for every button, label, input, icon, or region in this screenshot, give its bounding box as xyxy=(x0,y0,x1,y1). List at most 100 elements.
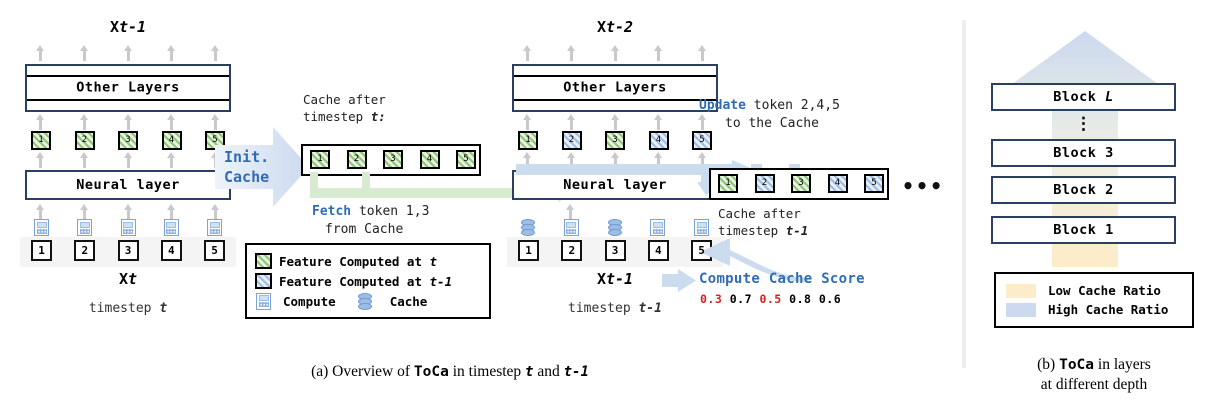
feature-token: 5 xyxy=(692,131,712,150)
up-arrow-icon xyxy=(698,114,707,130)
cache-score-value: 0.7 xyxy=(729,292,752,306)
high-cache-ratio-swatch xyxy=(1006,302,1036,317)
up-arrow-icon xyxy=(167,45,176,61)
block-2-name: 2 xyxy=(1105,182,1114,198)
input-token: 2 xyxy=(561,240,583,261)
input-token: 2 xyxy=(74,240,96,261)
cache-token: 1 xyxy=(718,174,738,193)
cache-t-1-tokens: 1 2 3 4 5 xyxy=(718,174,884,193)
fetch-rest1: token 1,3 xyxy=(358,204,430,219)
stage1-output-label-sub: t-1 xyxy=(118,18,147,36)
low-cache-ratio-swatch xyxy=(1006,283,1036,298)
stage1-neural-layer-box: Neural layer xyxy=(25,170,231,200)
fetch-label: Fetch token 1,3 from Cache xyxy=(312,203,429,239)
caption-a-t: t xyxy=(525,364,534,380)
panel-a-caption: (a) Overview of ToCa in timestep t and t… xyxy=(130,362,770,382)
up-arrow-icon xyxy=(523,45,532,61)
block-box-2: Block 2 xyxy=(991,176,1176,204)
cache-icon xyxy=(607,219,622,236)
block-1-prefix: Block xyxy=(1053,222,1097,238)
cache-score-value: 0.8 xyxy=(789,292,812,306)
stage2-input-label: Xt-1 xyxy=(505,270,725,288)
score-feedback-arrow xyxy=(700,238,808,282)
compute-cache-score-label: Compute Cache Score xyxy=(699,271,865,287)
high-cache-ratio-label: High Cache Ratio xyxy=(1048,302,1169,317)
stage1-mid-arrows-lower xyxy=(36,152,220,168)
stage1-timestep-label: timestep t xyxy=(88,301,168,316)
fetch-rest2: from Cache xyxy=(325,222,404,237)
compute-icon xyxy=(207,219,222,236)
panel-a: Xt-1 Other Layers 1 2 xyxy=(18,18,942,382)
compute-icon xyxy=(77,219,93,236)
panel-b: Block L ⋮ Block 3 Block 2 Block 1 Low Ca… xyxy=(966,0,1223,404)
caption-a-and: and xyxy=(537,363,560,380)
up-arrow-icon xyxy=(523,152,532,168)
up-arrow-icon xyxy=(698,152,707,168)
legend-row-high-cache-ratio: High Cache Ratio xyxy=(1006,302,1182,317)
up-arrow-icon xyxy=(610,114,620,130)
input-token: 1 xyxy=(31,240,52,261)
cache-t-1-title: Cache after timestep t-1 xyxy=(718,206,809,238)
panel-divider xyxy=(962,20,966,368)
block-3-name: 3 xyxy=(1105,145,1114,161)
feature-green-swatch xyxy=(255,253,272,269)
up-arrow-icon xyxy=(79,45,89,61)
compute-icon xyxy=(34,219,49,236)
up-arrow-icon xyxy=(211,45,220,61)
compute-icon xyxy=(650,219,666,236)
stage2-output-label: Xt-2 xyxy=(505,18,725,36)
feature-token: 4 xyxy=(161,131,182,150)
cache-t-1-title-value: t-1 xyxy=(785,223,809,238)
caption-b-rest1: in layers xyxy=(1097,356,1151,373)
compute-icon xyxy=(120,219,136,236)
cache-score-values: 0.3 0.7 0.5 0.8 0.6 xyxy=(700,292,841,306)
cache-score-value: 0.6 xyxy=(818,292,842,306)
stage1-input-label: Xt xyxy=(18,270,238,288)
stage2-input-label-sub: t-1 xyxy=(605,270,634,288)
feature-token: 3 xyxy=(605,131,625,150)
up-arrow-icon xyxy=(566,204,575,220)
stage2-other-layers-box: Other Layers xyxy=(512,64,718,112)
stage2-source-icons xyxy=(521,219,709,236)
block-L-name: L xyxy=(1105,89,1114,105)
stage2-feature-tokens: 1 2 3 4 5 xyxy=(518,131,712,150)
up-arrow-icon xyxy=(610,152,620,168)
cache-t-box: 1 2 3 4 5 xyxy=(301,144,481,176)
panel-b-caption: (b) ToCa in layers at different depth xyxy=(974,355,1214,395)
panel-a-legend: Feature Computed at t Feature Computed a… xyxy=(245,243,491,319)
fetch-verb: Fetch xyxy=(312,204,352,219)
update-rest2: to the Cache xyxy=(725,116,819,131)
init-label-line2: Cache xyxy=(224,168,270,186)
feature-token: 1 xyxy=(31,131,51,150)
legend-row-feature-t: Feature Computed at t xyxy=(255,251,481,271)
feature-token: 3 xyxy=(118,131,138,150)
legend-row-icons: Compute Cache xyxy=(255,291,481,311)
up-arrow-icon xyxy=(167,152,176,168)
stage1-input-label-sub: t xyxy=(128,270,138,288)
legend-feature-t-value: t xyxy=(429,253,438,269)
stage1-input-arrows xyxy=(36,204,220,220)
compute-icon xyxy=(563,219,579,236)
stage2-output-label-sub: t-2 xyxy=(605,18,634,36)
stage1-input-tokens: 1 2 3 4 5 xyxy=(31,240,225,261)
feature-token: 1 xyxy=(518,131,538,150)
up-arrow-icon xyxy=(167,114,176,130)
input-token: 4 xyxy=(160,240,182,261)
cache-token: 5 xyxy=(864,174,884,193)
block-ellipsis-vertical: ⋮ xyxy=(1075,114,1092,134)
block-1-name: 1 xyxy=(1105,222,1114,238)
cache-token: 1 xyxy=(310,150,330,169)
up-arrow-icon xyxy=(698,45,707,61)
stage2-input-tokens: 1 2 3 4 5 xyxy=(518,240,712,261)
cache-score-value: 0.5 xyxy=(759,292,782,306)
init-label-line1: Init. xyxy=(224,148,270,166)
up-arrow-icon xyxy=(36,152,45,168)
legend-row-low-cache-ratio: Low Cache Ratio xyxy=(1006,283,1182,298)
cache-token: 2 xyxy=(754,174,775,193)
stage2-input-label-x: X xyxy=(596,270,606,288)
cache-t-1-title-line1: Cache after xyxy=(718,206,801,221)
cache-t-1-box: 1 2 3 4 5 xyxy=(709,168,889,200)
up-arrow-icon xyxy=(167,204,176,220)
cache-token: 3 xyxy=(383,150,403,169)
cache-t-title-value: t: xyxy=(370,109,386,124)
